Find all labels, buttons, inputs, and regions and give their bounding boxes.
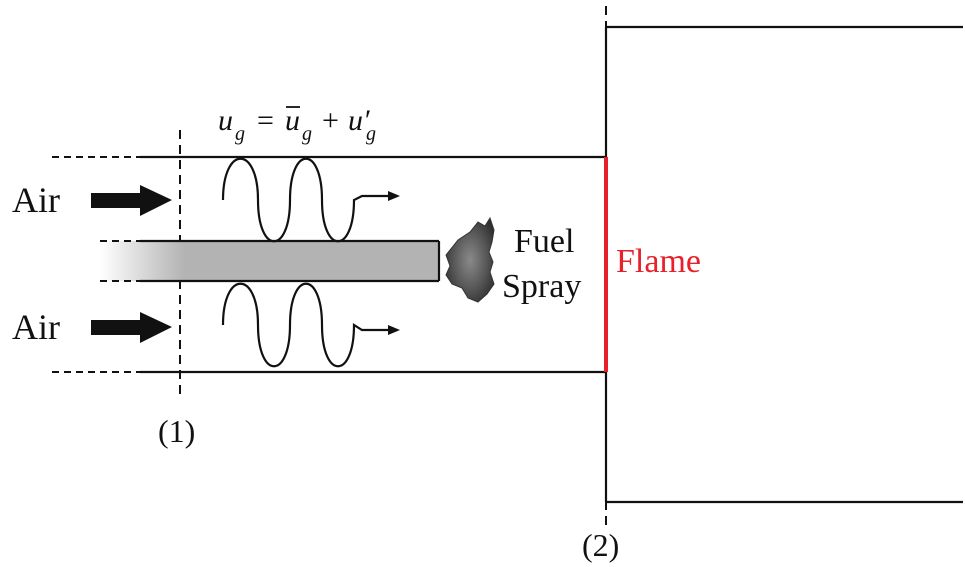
- combustion-chamber: [604, 25, 963, 504]
- flame-label: Flame: [616, 243, 701, 280]
- air-label-top: Air: [12, 180, 60, 220]
- injector-body: [100, 241, 439, 281]
- eq-lhs-var: u: [218, 104, 233, 137]
- eq-plus: +: [322, 104, 339, 137]
- fuel-spray-label-line2: Spray: [502, 268, 581, 305]
- eq-fluct-sub: g: [366, 123, 376, 145]
- velocity-wave-top: [221, 157, 400, 243]
- velocity-wave-bottom: [221, 282, 400, 368]
- air-label-bottom: Air: [12, 307, 60, 347]
- station-2-label: (2): [582, 527, 619, 563]
- duct: [52, 155, 606, 374]
- station-1-label: (1): [158, 413, 195, 449]
- eq-equals: =: [257, 104, 274, 137]
- air-arrow-bottom: [91, 312, 172, 343]
- fuel-spray-label-line1: Fuel: [514, 223, 574, 260]
- velocity-equation: u g = u g + u′ g: [218, 104, 376, 145]
- air-arrow-top: [91, 185, 172, 216]
- eq-mean-var: u: [285, 104, 300, 137]
- eq-lhs-sub: g: [235, 123, 245, 145]
- eq-fluct-var: u′: [348, 104, 370, 137]
- eq-mean-sub: g: [302, 123, 312, 145]
- fuel-spray-cloud: [445, 216, 495, 303]
- fuel-injector: [100, 239, 441, 283]
